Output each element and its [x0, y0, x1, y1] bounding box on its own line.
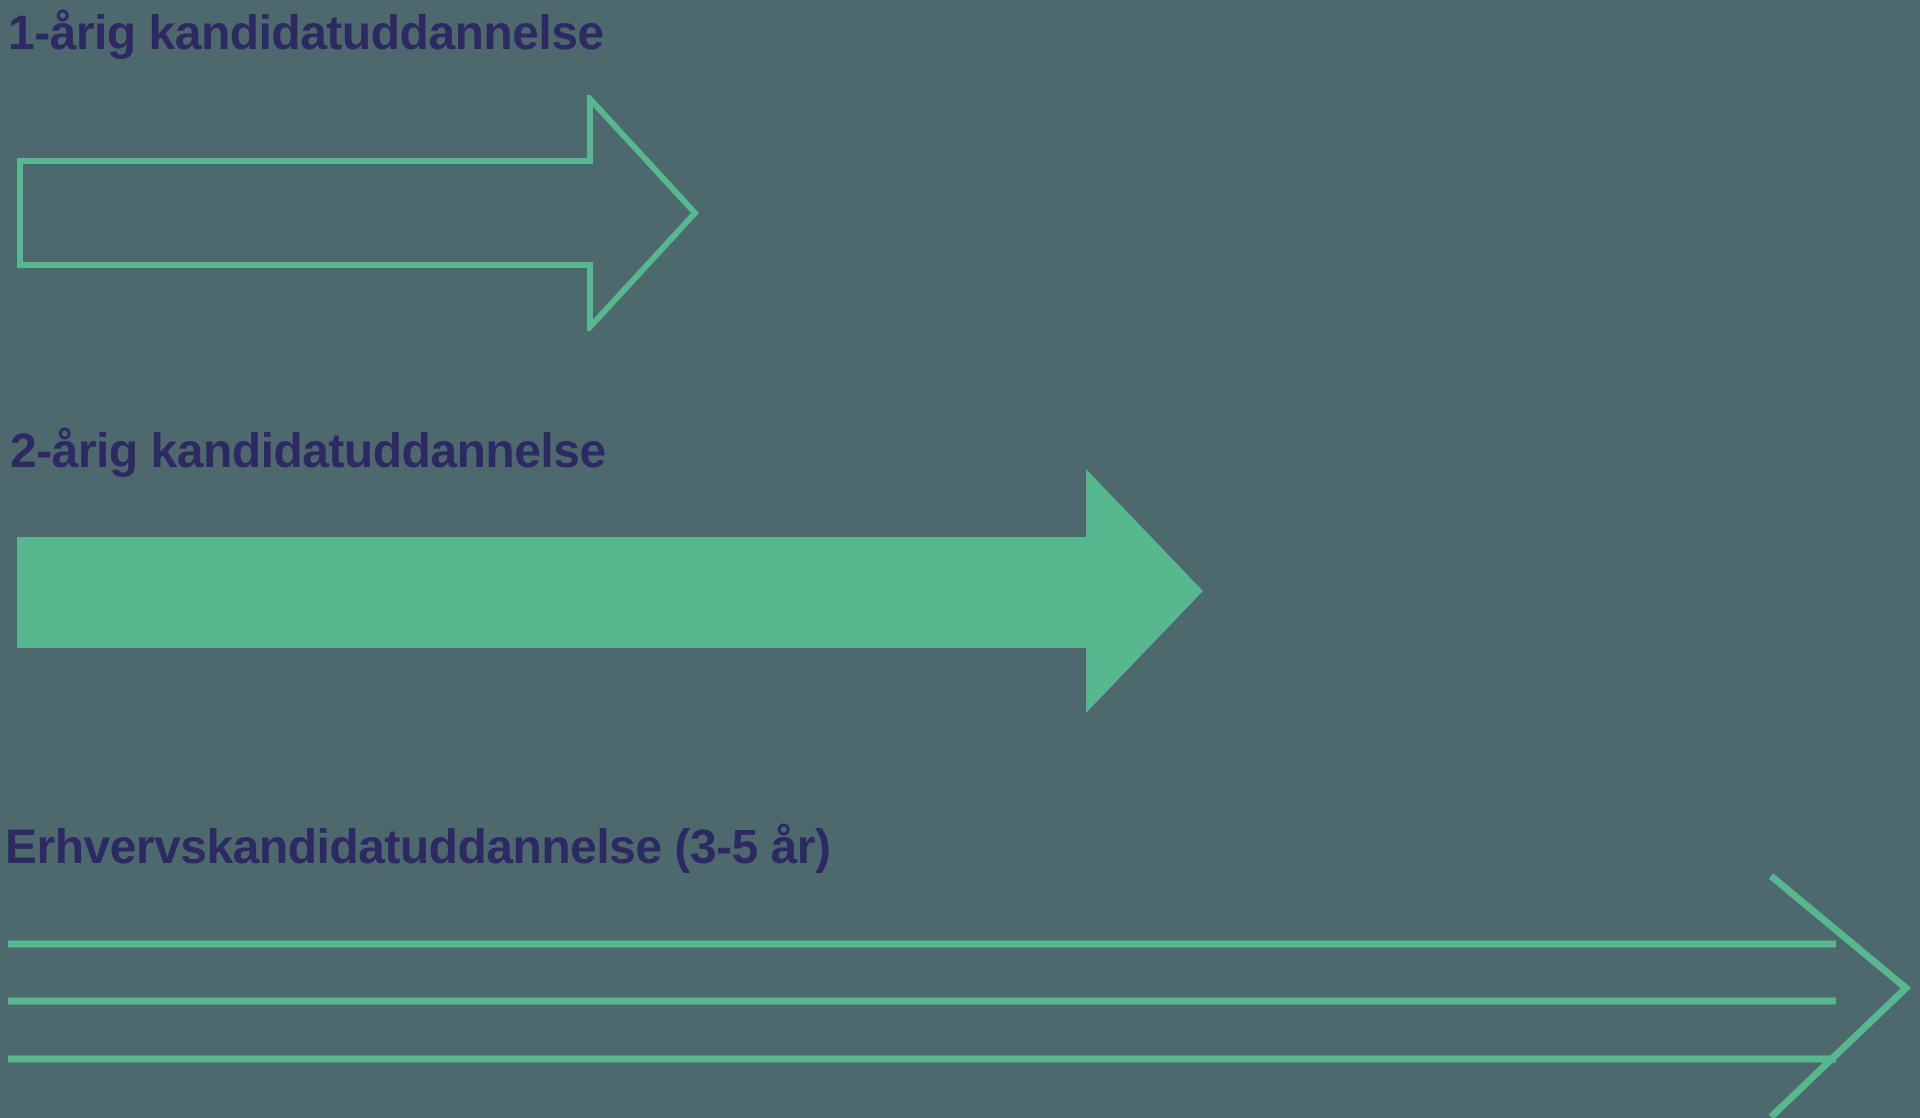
row-label-business-masters: Erhvervskandidatuddannelse (3-5 år) [5, 821, 831, 874]
row-label-2-year-masters: 2-årig kandidatuddannelse [10, 425, 606, 478]
solid-arrow-icon [17, 469, 1203, 713]
outline-arrow-icon [17, 95, 700, 331]
row-label-1-year-masters: 1-årig kandidatuddannelse [8, 7, 604, 60]
triple-line-open-arrow-icon [8, 873, 1912, 1118]
